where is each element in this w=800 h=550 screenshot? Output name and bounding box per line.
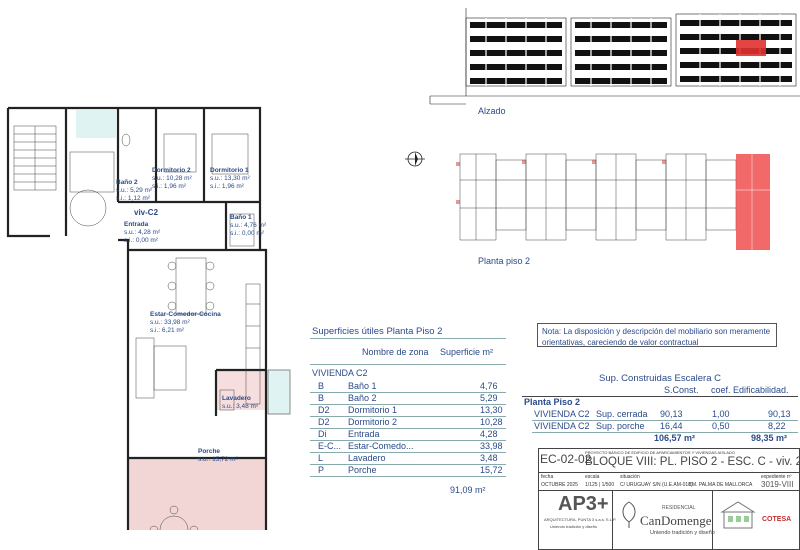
drawing-title: BLOQUE VIII: PL. PISO 2 - ESC. C - viv. … [585, 456, 800, 468]
candomenge-logo: CanDomenge [640, 513, 712, 528]
col-sconst-header: S.Const. [664, 385, 699, 395]
table-row: VIVIENDA C2 Sup. porche 16,44 0,50 8,22 [532, 420, 798, 433]
cell-viv: VIVIENDA C2 [534, 421, 590, 431]
table-row: Di Entrada 4,28 [310, 428, 506, 441]
north-arrow-icon [405, 151, 425, 167]
col-coef-header: coef. [711, 385, 731, 395]
built-areas-title: Sup. Construidas Escalera C [599, 373, 721, 384]
cell-name: Porche [348, 465, 377, 475]
table-row: B Baño 1 4,76 [310, 380, 506, 393]
cell-type: Sup. porche [596, 421, 645, 431]
project-name: PROYECTO BÁSICO DE EDIFICIO DE APARCAMIE… [585, 450, 735, 455]
cell-viv: VIVIENDA C2 [534, 409, 590, 419]
tree-logo-icon [622, 501, 636, 528]
table-row: E-C... Estar-Comedo... 33,98 [310, 440, 506, 453]
cell-type: Sup. cerrada [596, 409, 648, 419]
built-total-const: 106,57 m² [654, 433, 696, 443]
key-plan-drawing [456, 153, 770, 250]
cell-area: 3,48 [480, 453, 498, 463]
cell-area: 33,98 [480, 441, 503, 451]
unit-label: viv-C2 [134, 208, 159, 217]
cell-coef: 1,00 [712, 409, 730, 419]
furniture-note: Nota: La disposición y descripción del m… [537, 323, 777, 347]
col-edif-header: Edificabilidad. [733, 385, 789, 395]
useful-total: 91,09 m² [450, 485, 486, 495]
highlighted-unit [736, 40, 766, 56]
highlighted-unit-plan [736, 154, 770, 250]
label-fecha: fecha [541, 474, 554, 480]
ap3-company: ARQUITECTURA, PUNTA 3 s.a.s. S.L.P. [544, 517, 617, 522]
candomenge-tagline: Uniendo tradición y diseño [650, 530, 715, 536]
col-zone-header: Nombre de zona [362, 347, 429, 357]
elevation-drawing [429, 8, 800, 105]
cell-code: D2 [318, 405, 330, 415]
cell-code: P [318, 465, 325, 475]
label-escala: escala [585, 474, 600, 480]
ap3-logo: AP3+ [558, 493, 609, 515]
table-row: D2 Dormitorio 2 10,28 [310, 416, 506, 429]
value-fecha: OCTUBRE 2025 [541, 482, 578, 488]
cell-area: 13,30 [480, 405, 503, 415]
cotesa-logo: COTESA [762, 516, 792, 523]
cell-edif: 8,22 [768, 421, 786, 431]
dwelling-label: VIVIENDA C2 [312, 368, 368, 378]
cell-code: L [318, 453, 324, 463]
label-situacion: situación [620, 474, 640, 480]
cell-code: E-C... [318, 441, 342, 451]
building-logo-icon [720, 501, 756, 529]
label-expediente: expediente nº [761, 474, 792, 480]
cell-name: Dormitorio 2 [348, 417, 398, 427]
built-floor-label: Planta Piso 2 [524, 397, 581, 407]
useful-areas-title: Superficies útiles Planta Piso 2 [312, 326, 443, 337]
value-municipio: T.M. PALMA DE MALLORCA [688, 482, 753, 488]
table-row: VIVIENDA C2 Sup. cerrada 90,13 1,00 90,13 [532, 408, 798, 421]
value-escala: 1/125 | 1/500 [585, 482, 615, 488]
cell-code: Di [318, 429, 327, 439]
cell-coef: 0,50 [712, 421, 730, 431]
cell-edif: 90,13 [768, 409, 791, 419]
cell-name: Lavadero [348, 453, 386, 463]
cell-name: Dormitorio 1 [348, 405, 398, 415]
cell-code: D2 [318, 417, 330, 427]
built-total-edif: 98,35 m² [751, 433, 788, 443]
ap3-tagline: Uniendo tradición y diseño [550, 524, 598, 529]
cell-sconst: 90,13 [660, 409, 683, 419]
value-expediente: 3019-VIII [761, 480, 794, 489]
table-row: B Baño 2 5,29 [310, 392, 506, 405]
table-row: P Porche 15,72 [310, 464, 506, 477]
floor-plan-drawing [6, 106, 291, 530]
residencial-label: RESIDENCIAL [662, 505, 696, 511]
elevation-label: Alzado [478, 106, 506, 116]
cell-name: Entrada [348, 429, 380, 439]
col-area-header: Superficie m² [440, 347, 494, 357]
cell-sconst: 16,44 [660, 421, 683, 431]
key-plan-label: Planta piso 2 [478, 256, 531, 266]
cell-area: 10,28 [480, 417, 503, 427]
cell-code: B [318, 393, 325, 403]
cell-area: 5,29 [480, 393, 498, 403]
cell-area: 4,28 [480, 429, 498, 439]
cell-name: Baño 1 [348, 381, 377, 391]
table-row: L Lavadero 3,48 [310, 452, 506, 465]
value-situacion: C/ URUGUAY S/N (U.E.AM-01d) [620, 482, 693, 488]
drawing-code: EC-02-02 [540, 452, 592, 466]
cell-name: Baño 2 [348, 393, 377, 403]
cell-area: 4,76 [480, 381, 498, 391]
cell-area: 15,72 [480, 465, 503, 475]
cell-code: B [318, 381, 325, 391]
cell-name: Estar-Comedo... [348, 441, 414, 451]
table-row: D2 Dormitorio 1 13,30 [310, 404, 506, 417]
